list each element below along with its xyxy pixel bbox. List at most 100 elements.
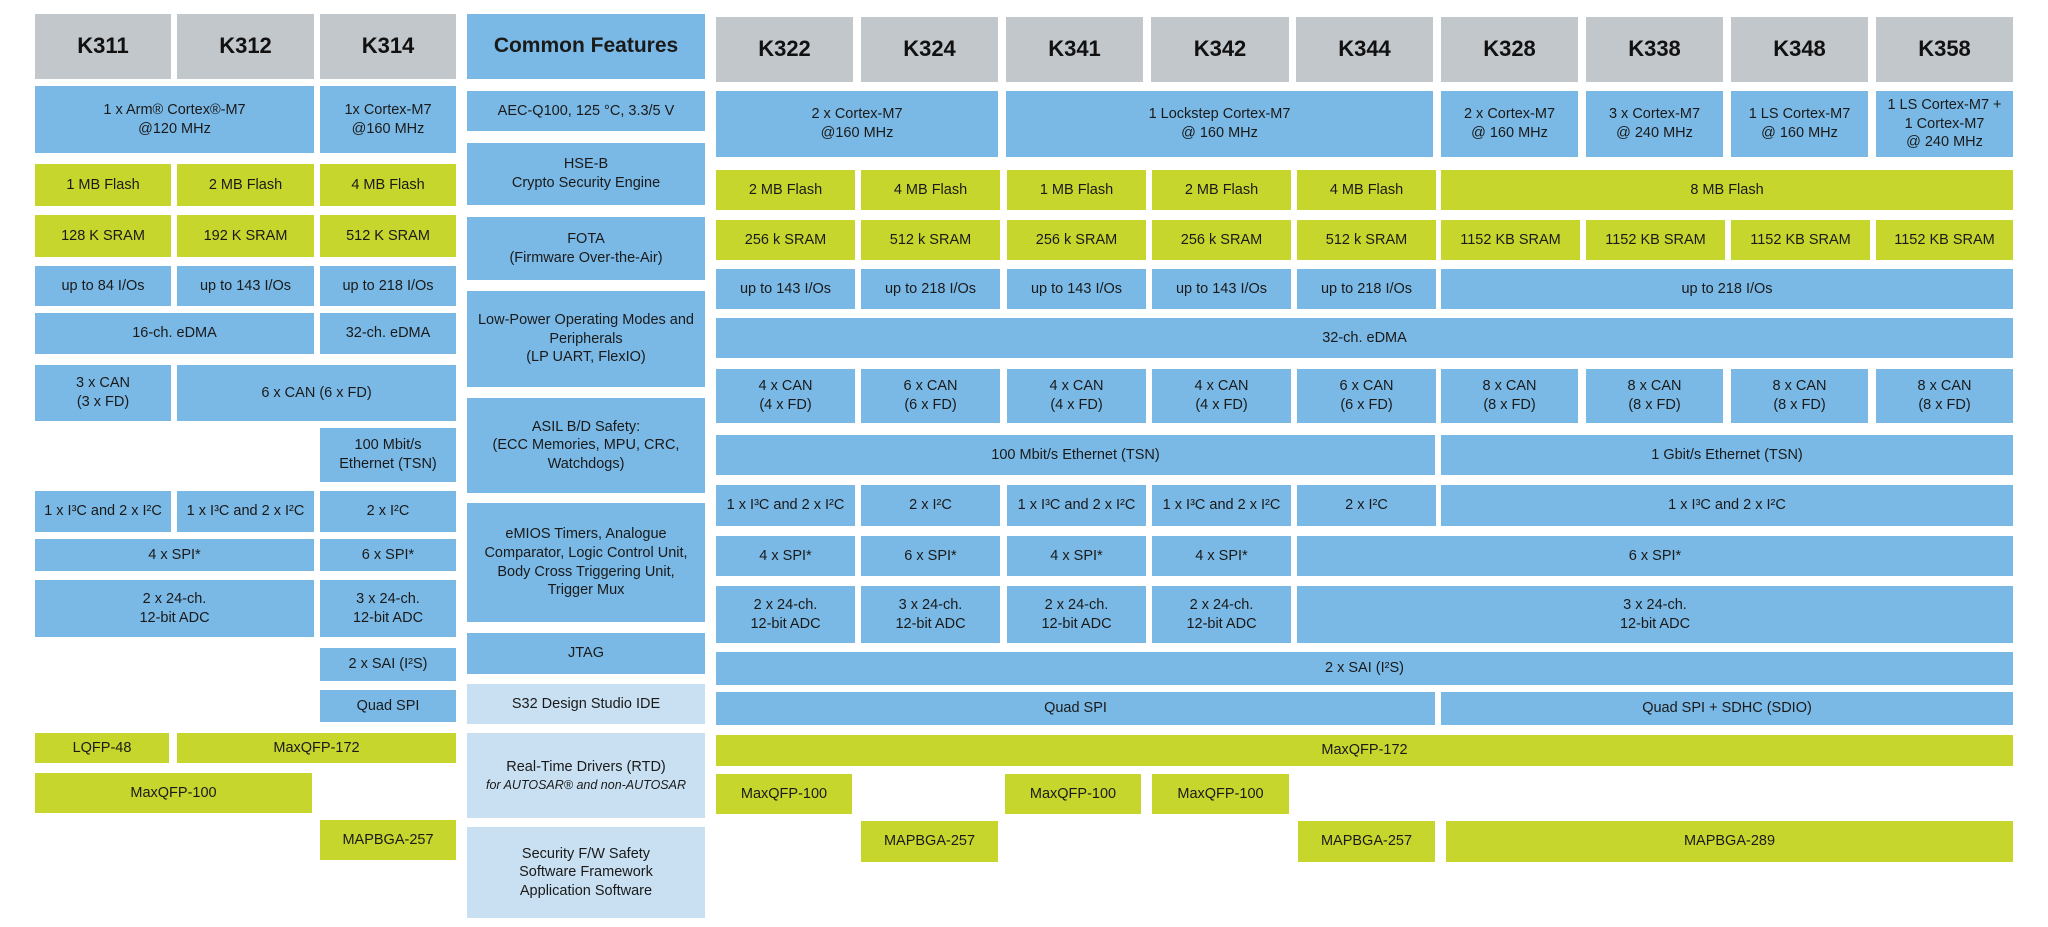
package-maxqfp100-k341: MaxQFP-100 (1005, 774, 1141, 814)
spi-k342: 4 x SPI* (1152, 536, 1291, 576)
can-k341: 4 x CAN (4 x FD) (1007, 369, 1146, 423)
can-k348: 8 x CAN (8 x FD) (1731, 369, 1868, 423)
common-features-title: Common Features (467, 14, 705, 79)
header-k342: K342 (1151, 17, 1289, 82)
ios-k341: up to 143 I/Os (1007, 269, 1146, 309)
core-k328: 2 x Cortex-M7 @ 160 MHz (1441, 91, 1578, 157)
header-k358: K358 (1876, 17, 2013, 82)
common-asil-safety: ASIL B/D Safety: (ECC Memories, MPU, CRC… (467, 398, 705, 493)
sram-k342: 256 k SRAM (1152, 220, 1291, 260)
adc-k341: 2 x 24-ch. 12-bit ADC (1007, 586, 1146, 643)
adc-k314: 3 x 24-ch. 12-bit ADC (320, 580, 456, 637)
can-k311: 3 x CAN (3 x FD) (35, 365, 171, 421)
i2c-k312: 1 x I³C and 2 x I²C (177, 491, 314, 532)
i2c-k311: 1 x I³C and 2 x I²C (35, 491, 171, 532)
header-k322: K322 (716, 17, 853, 82)
software-s32-design-studio: S32 Design Studio IDE (467, 684, 705, 724)
spi-k341: 4 x SPI* (1007, 536, 1146, 576)
flash-k314: 4 MB Flash (320, 164, 456, 206)
sram-k344: 512 k SRAM (1297, 220, 1436, 260)
sram-k324: 512 k SRAM (861, 220, 1000, 260)
can-k328: 8 x CAN (8 x FD) (1441, 369, 1578, 423)
sram-k311: 128 K SRAM (35, 215, 171, 257)
core-k322-k324: 2 x Cortex-M7 @160 MHz (716, 91, 998, 157)
sram-k322: 256 k SRAM (716, 220, 855, 260)
flash-k342: 2 MB Flash (1152, 170, 1291, 210)
flash-k322: 2 MB Flash (716, 170, 855, 210)
core-k314: 1x Cortex-M7 @160 MHz (320, 86, 456, 153)
edma-k311-k312: 16-ch. eDMA (35, 313, 314, 354)
header-k341: K341 (1006, 17, 1143, 82)
header-k314: K314 (320, 14, 456, 79)
ethernet-100mbit: 100 Mbit/s Ethernet (TSN) (716, 435, 1435, 475)
header-k348: K348 (1731, 17, 1868, 82)
ios-k342: up to 143 I/Os (1152, 269, 1291, 309)
core-k341-k342-k344: 1 Lockstep Cortex-M7 @ 160 MHz (1006, 91, 1433, 157)
core-k338: 3 x Cortex-M7 @ 240 MHz (1586, 91, 1723, 157)
ios-k344: up to 218 I/Os (1297, 269, 1436, 309)
header-k338: K338 (1586, 17, 1723, 82)
package-mapbga257-k314: MAPBGA-257 (320, 820, 456, 860)
spi-k324: 6 x SPI* (861, 536, 1000, 576)
i2c-k342: 1 x I³C and 2 x I²C (1152, 485, 1291, 526)
header-k344: K344 (1296, 17, 1433, 82)
software-rtd-label: Real-Time Drivers (RTD) (506, 759, 666, 776)
sram-k338: 1152 KB SRAM (1586, 220, 1725, 260)
flash-k312: 2 MB Flash (177, 164, 314, 206)
flash-k328-k358: 8 MB Flash (1441, 170, 2013, 210)
ethernet-k314: 100 Mbit/s Ethernet (TSN) (320, 428, 456, 482)
sai-k314: 2 x SAI (I²S) (320, 648, 456, 681)
can-k338: 8 x CAN (8 x FD) (1586, 369, 1723, 423)
adc-k344-k358: 3 x 24-ch. 12-bit ADC (1297, 586, 2013, 643)
common-low-power: Low-Power Operating Modes and Peripheral… (467, 291, 705, 387)
header-k324: K324 (861, 17, 998, 82)
package-maxqfp100-k322: MaxQFP-100 (716, 774, 852, 814)
spi-k311-k312: 4 x SPI* (35, 539, 314, 571)
qspi-right: Quad SPI (716, 692, 1435, 725)
ios-k311: up to 84 I/Os (35, 266, 171, 306)
flash-k311: 1 MB Flash (35, 164, 171, 206)
i2c-k328-k358: 1 x I³C and 2 x I²C (1441, 485, 2013, 526)
can-k344: 6 x CAN (6 x FD) (1297, 369, 1436, 423)
package-maxqfp172-left: MaxQFP-172 (177, 733, 456, 763)
can-k322: 4 x CAN (4 x FD) (716, 369, 855, 423)
package-mapbga257-k344: MAPBGA-257 (1298, 821, 1435, 862)
header-k328: K328 (1441, 17, 1578, 82)
sai-right: 2 x SAI (I²S) (716, 652, 2013, 685)
adc-k322: 2 x 24-ch. 12-bit ADC (716, 586, 855, 643)
i2c-k322: 1 x I³C and 2 x I²C (716, 485, 855, 526)
common-aec-q100: AEC-Q100, 125 °C, 3.3/5 V (467, 91, 705, 131)
edma-k314: 32-ch. eDMA (320, 313, 456, 354)
common-jtag: JTAG (467, 633, 705, 674)
sram-k314: 512 K SRAM (320, 215, 456, 257)
flash-k344: 4 MB Flash (1297, 170, 1436, 210)
can-k324: 6 x CAN (6 x FD) (861, 369, 1000, 423)
sram-k341: 256 k SRAM (1007, 220, 1146, 260)
core-k358: 1 LS Cortex-M7 + 1 Cortex-M7 @ 240 MHz (1876, 91, 2013, 157)
sram-k358: 1152 KB SRAM (1876, 220, 2013, 260)
can-k358: 8 x CAN (8 x FD) (1876, 369, 2013, 423)
adc-k342: 2 x 24-ch. 12-bit ADC (1152, 586, 1291, 643)
software-rtd-note: for AUTOSAR® and non-AUTOSAR (485, 777, 687, 792)
package-maxqfp100-k342: MaxQFP-100 (1152, 774, 1289, 814)
header-k312: K312 (177, 14, 314, 79)
sram-k348: 1152 KB SRAM (1731, 220, 1870, 260)
package-maxqfp100-left: MaxQFP-100 (35, 773, 312, 813)
package-lqfp48: LQFP-48 (35, 733, 169, 763)
qspi-sdhc-right: Quad SPI + SDHC (SDIO) (1441, 692, 2013, 725)
ios-k312: up to 143 I/Os (177, 266, 314, 306)
ios-k314: up to 218 I/Os (320, 266, 456, 306)
header-k311: K311 (35, 14, 171, 79)
i2c-k314: 2 x I²C (320, 491, 456, 532)
ios-k322: up to 143 I/Os (716, 269, 855, 309)
can-k342: 4 x CAN (4 x FD) (1152, 369, 1291, 423)
i2c-k324: 2 x I²C (861, 485, 1000, 526)
ios-k324: up to 218 I/Os (861, 269, 1000, 309)
software-security-fw: Security F/W Safety Software Framework A… (467, 827, 705, 918)
i2c-k341: 1 x I³C and 2 x I²C (1007, 485, 1146, 526)
flash-k324: 4 MB Flash (861, 170, 1000, 210)
package-mapbga257-k324: MAPBGA-257 (861, 821, 998, 862)
can-k312-k314: 6 x CAN (6 x FD) (177, 365, 456, 421)
qspi-k314: Quad SPI (320, 690, 456, 722)
